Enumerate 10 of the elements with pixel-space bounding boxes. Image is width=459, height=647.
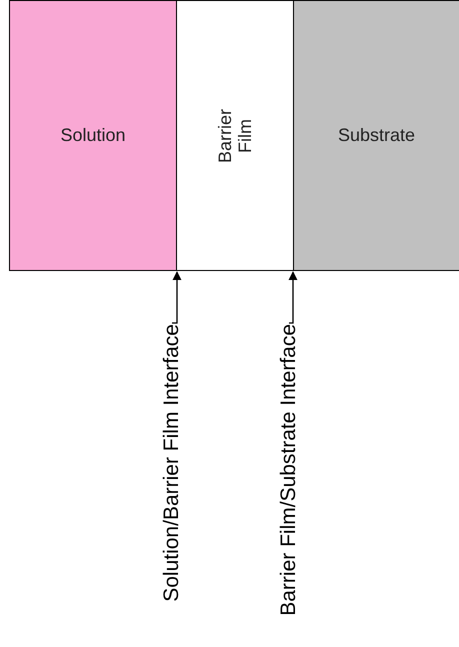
- layer-block: [293, 0, 459, 271]
- layer-block: [176, 0, 294, 271]
- layer-label: Substrate: [338, 125, 416, 146]
- interface-label: Barrier Film/Substrate Interface: [278, 324, 300, 616]
- interface-label: Solution/Barrier Film Interface: [161, 324, 183, 602]
- layer-block: [9, 0, 177, 271]
- layer-label: Solution: [60, 125, 126, 146]
- layer-label: Barrier Film: [215, 108, 255, 165]
- leader-line: [172, 271, 182, 324]
- leader-line: [288, 271, 298, 324]
